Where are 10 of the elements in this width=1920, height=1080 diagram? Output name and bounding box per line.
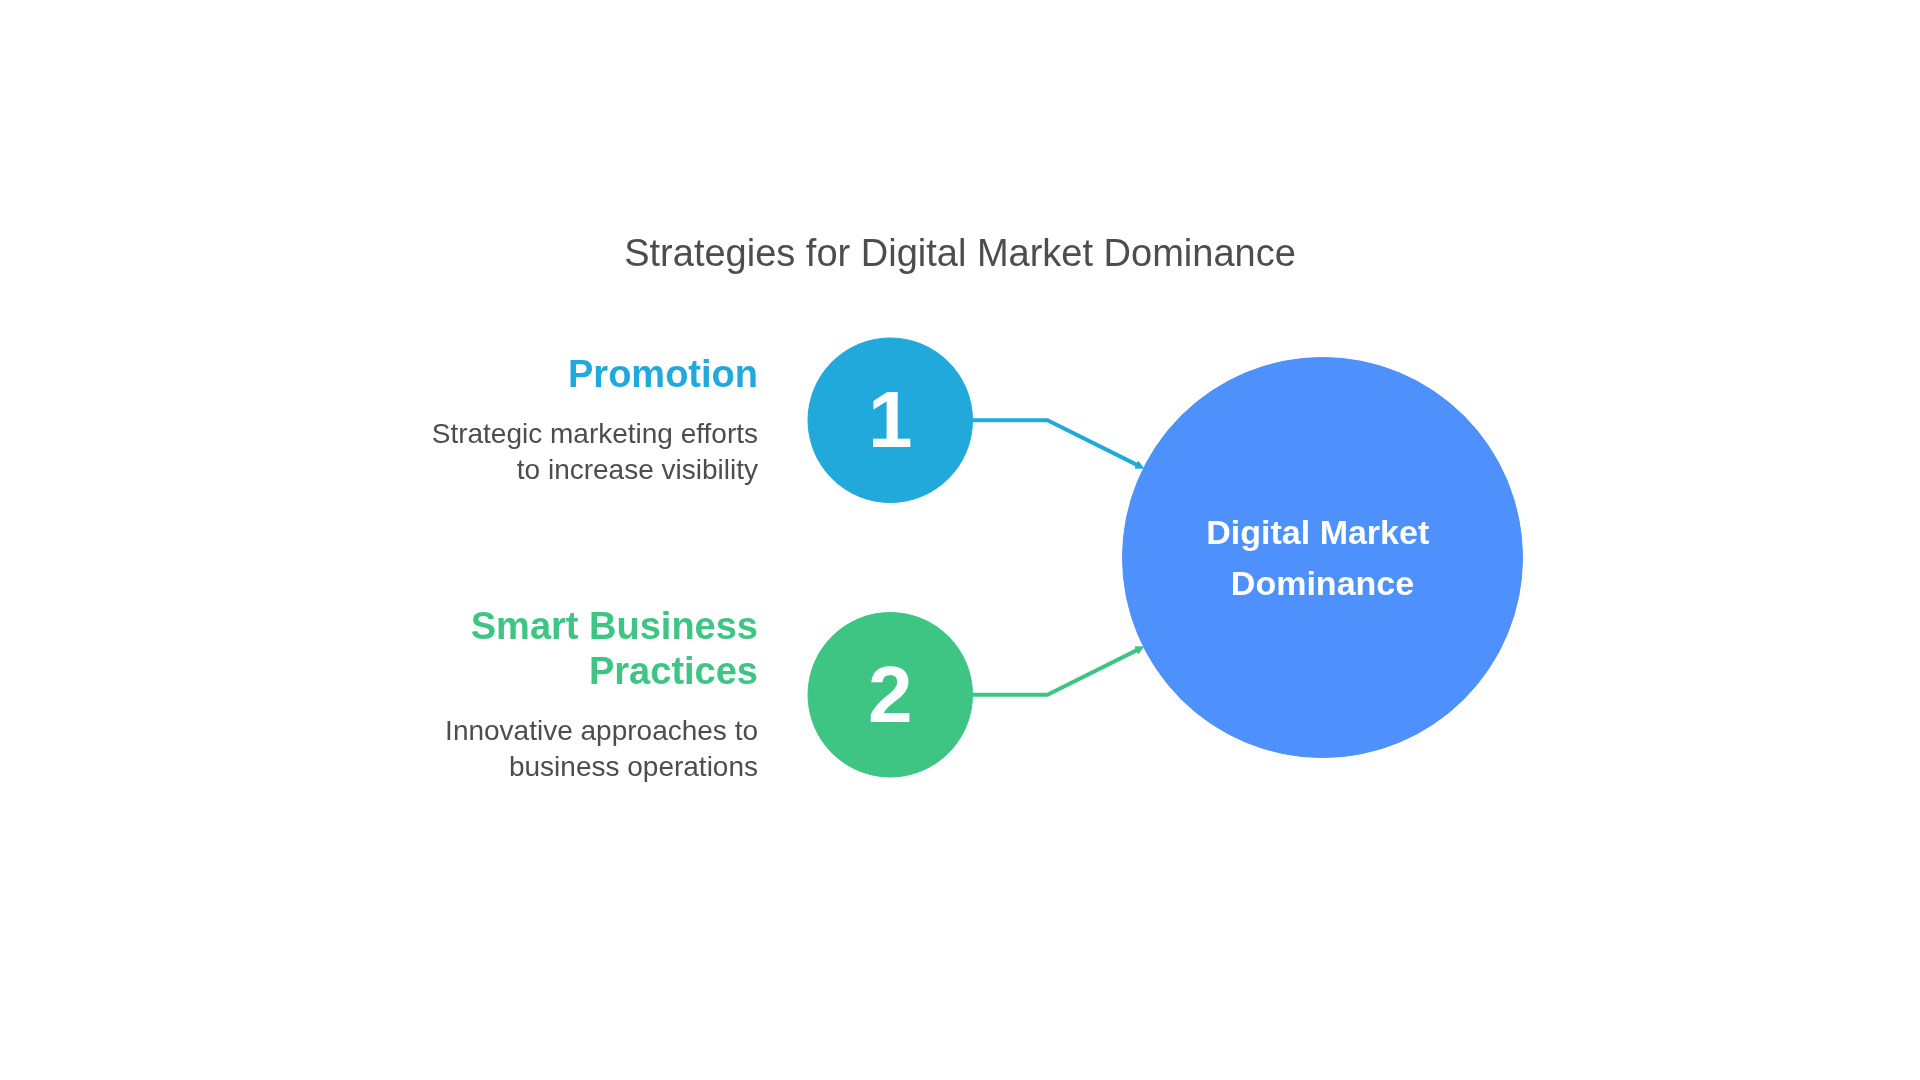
arrow <box>972 646 1144 697</box>
numbered-circle: 1 <box>807 337 973 503</box>
node-description: Innovative approaches to business operations <box>444 713 758 785</box>
arrow <box>972 418 1144 469</box>
node-heading: Smart Business Practices <box>469 603 758 695</box>
numbered-circle: 2 <box>807 612 973 778</box>
node-heading: Promotion <box>567 352 758 398</box>
diagram-title: Strategies for Digital Market Dominance <box>623 232 1297 275</box>
node-description: Strategic marketing efforts to increase visibility <box>430 416 758 488</box>
center-circle: Digital Market Dominance <box>1122 357 1523 758</box>
